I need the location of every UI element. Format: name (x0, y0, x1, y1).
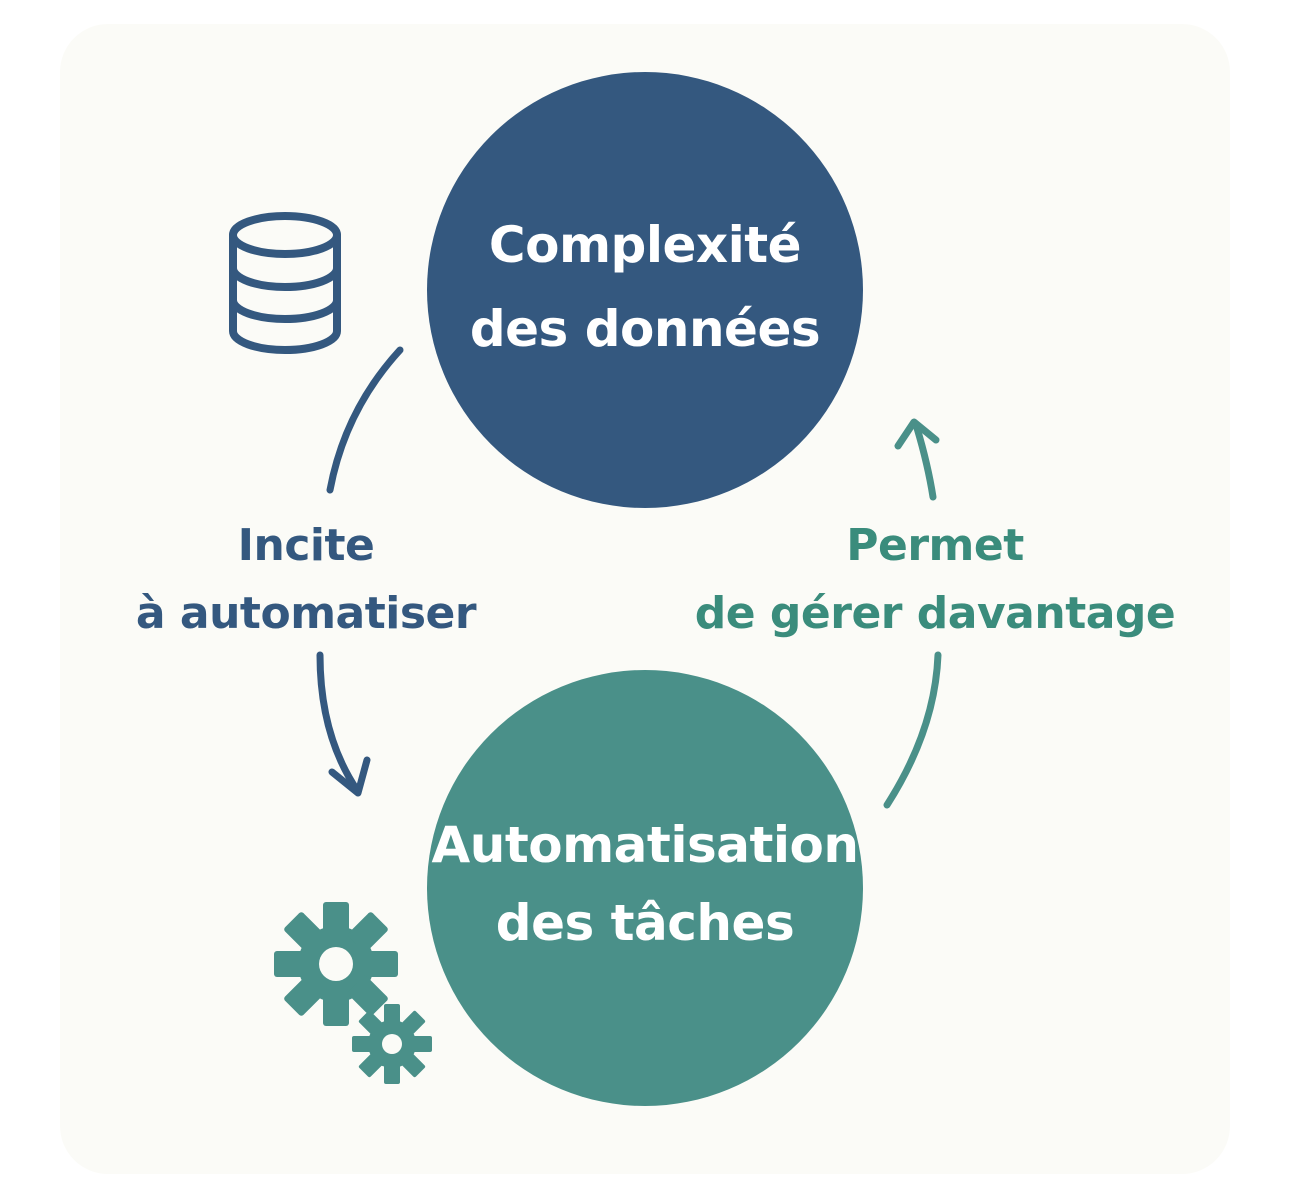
right-arrowhead-icon (894, 418, 940, 450)
edge-label-right-line1: Permet (846, 520, 1024, 571)
small-gear-icon (352, 1004, 432, 1084)
right-arrow-upper-segment (913, 424, 937, 501)
right-arrow-lower-segment (883, 651, 942, 809)
edge-label-right-line2: de gérer davantage (695, 588, 1176, 639)
gears-icon (274, 902, 432, 1084)
node-label-data-complexity-line1: Complexité (489, 216, 801, 274)
large-gear-icon (274, 902, 398, 1026)
node-label-task-automation-line2: des tâches (496, 894, 794, 952)
node-label-task-automation-line1: Automatisation (432, 816, 859, 874)
edge-label-left-line2: à automatiser (136, 588, 477, 639)
left-arrowhead-icon (328, 756, 371, 797)
node-circle-task-automation (427, 670, 863, 1106)
database-icon (229, 212, 341, 354)
node-label-data-complexity-line2: des données (470, 300, 820, 358)
edge-label-left-line1: Incite (238, 520, 375, 571)
node-circle-data-complexity (427, 72, 863, 508)
left-arrow-upper-segment (326, 346, 404, 494)
left-arrow-lower-segment (316, 651, 361, 794)
